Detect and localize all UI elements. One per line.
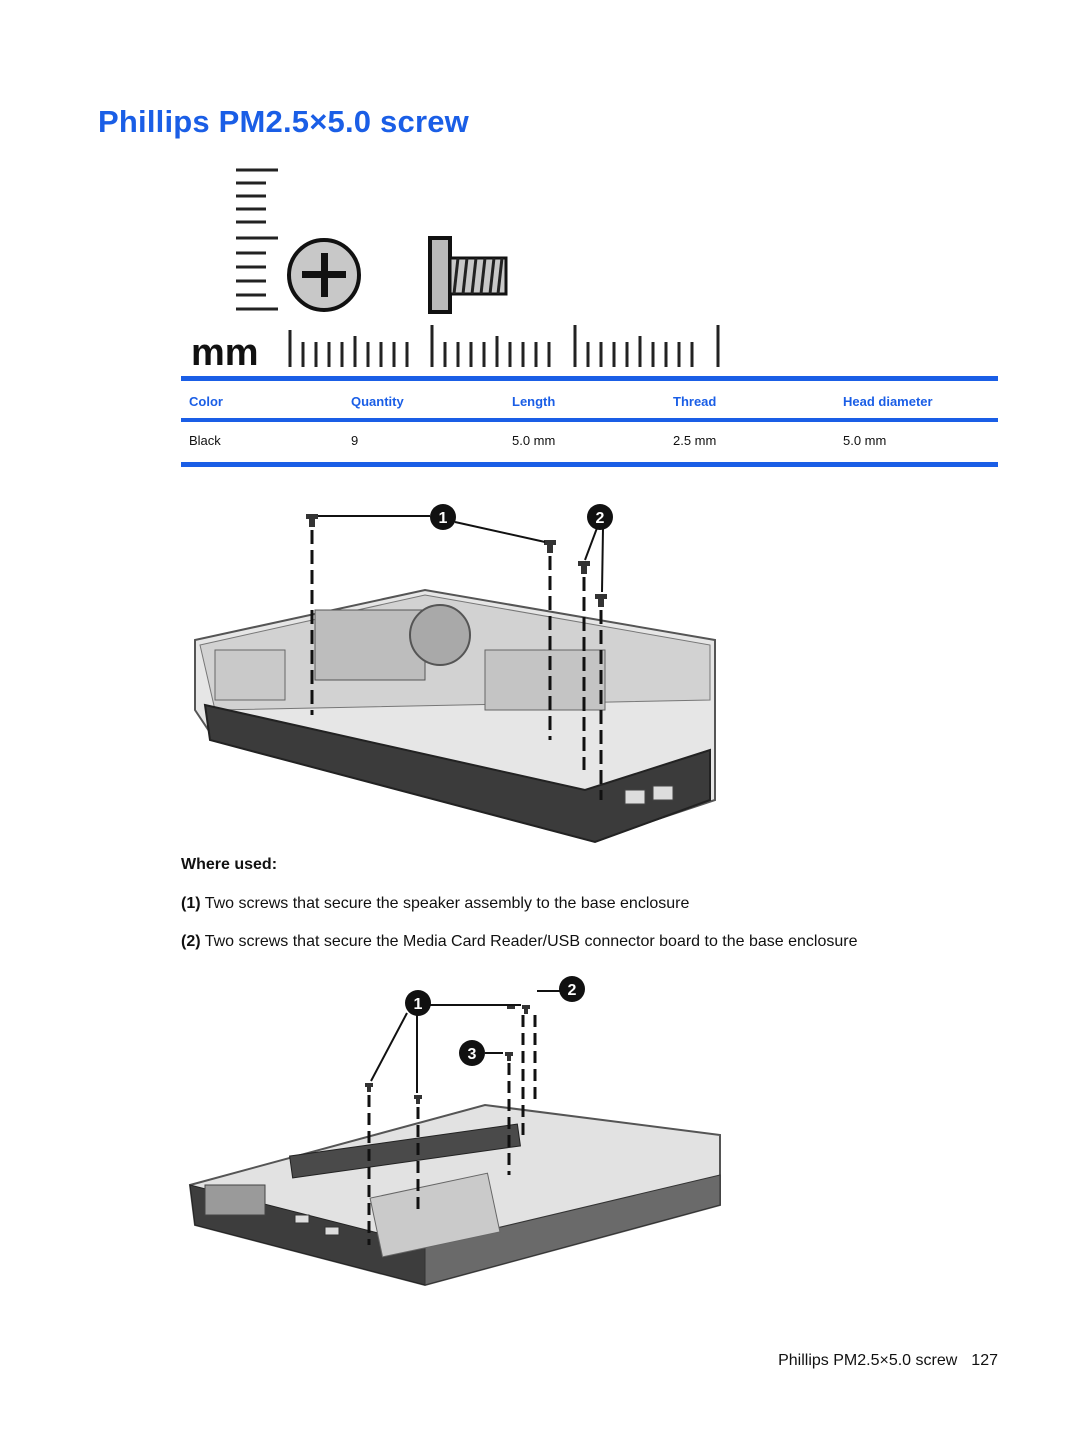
usage-item-number: (2) — [181, 933, 201, 950]
cell-thread: 2.5 mm — [665, 420, 835, 467]
callout-2-label: 2 — [568, 982, 577, 999]
callout-1-icon: 1 — [405, 990, 431, 1016]
screw-scale-figure: mm — [191, 168, 720, 374]
callout-leader-lines — [370, 990, 560, 1093]
usage-item: (1) Two screws that secure the speaker a… — [181, 895, 689, 913]
callout-2-icon: 2 — [559, 976, 585, 1002]
unit-label: mm — [191, 332, 259, 374]
callout-3-label: 3 — [468, 1046, 477, 1063]
callout-2-icon: 2 — [587, 504, 613, 530]
callout-1-label: 1 — [414, 996, 423, 1013]
screw-head-icon — [287, 238, 361, 312]
screw-icon — [306, 514, 607, 607]
page-title: Phillips PM2.5×5.0 screw — [98, 104, 469, 139]
callout-dashed-lines — [310, 530, 603, 800]
screw-spec-table: Color Quantity Length Thread Head diamet… — [181, 376, 998, 467]
callout-1-icon: 1 — [430, 504, 456, 530]
vertical-ruler — [236, 168, 278, 311]
table-row: Black 9 5.0 mm 2.5 mm 5.0 mm — [181, 420, 998, 467]
enclosure-illustration — [188, 1103, 721, 1287]
screw-icon — [365, 1005, 530, 1104]
cell-length: 5.0 mm — [504, 420, 665, 467]
usage-item-text: Two screws that secure the Media Card Re… — [204, 933, 858, 950]
page-footer: Phillips PM2.5×5.0 screw 127 — [778, 1352, 998, 1370]
usage-item-text: Two screws that secure the speaker assem… — [204, 895, 690, 912]
enclosure-illustration — [194, 588, 716, 844]
screw-side-icon — [428, 236, 508, 314]
callout-3-icon: 3 — [459, 1040, 485, 1066]
base-enclosure-figure-1: 1 2 — [194, 504, 716, 844]
cell-head-diameter: 5.0 mm — [835, 420, 998, 467]
column-header-thread: Thread — [665, 381, 835, 422]
callout-2-label: 2 — [596, 510, 605, 527]
callout-1-label: 1 — [439, 510, 448, 527]
callout-dashed-lines — [367, 1015, 537, 1245]
column-header-length: Length — [504, 381, 665, 422]
page-number: 127 — [971, 1352, 998, 1369]
column-header-head-diameter: Head diameter — [835, 381, 998, 422]
usage-item-number: (1) — [181, 895, 201, 912]
cell-quantity: 9 — [343, 420, 504, 467]
horizontal-ruler — [288, 325, 720, 367]
callout-leader-lines — [318, 515, 604, 593]
base-enclosure-figure-2: 1 2 3 — [188, 976, 721, 1287]
footer-section-title: Phillips PM2.5×5.0 screw — [778, 1352, 958, 1369]
cell-color: Black — [181, 420, 343, 467]
column-header-color: Color — [181, 381, 343, 422]
column-header-quantity: Quantity — [343, 381, 504, 422]
usage-item: (2) Two screws that secure the Media Car… — [181, 933, 858, 951]
table-header-row: Color Quantity Length Thread Head diamet… — [181, 381, 998, 422]
where-used-heading: Where used: — [181, 856, 278, 873]
